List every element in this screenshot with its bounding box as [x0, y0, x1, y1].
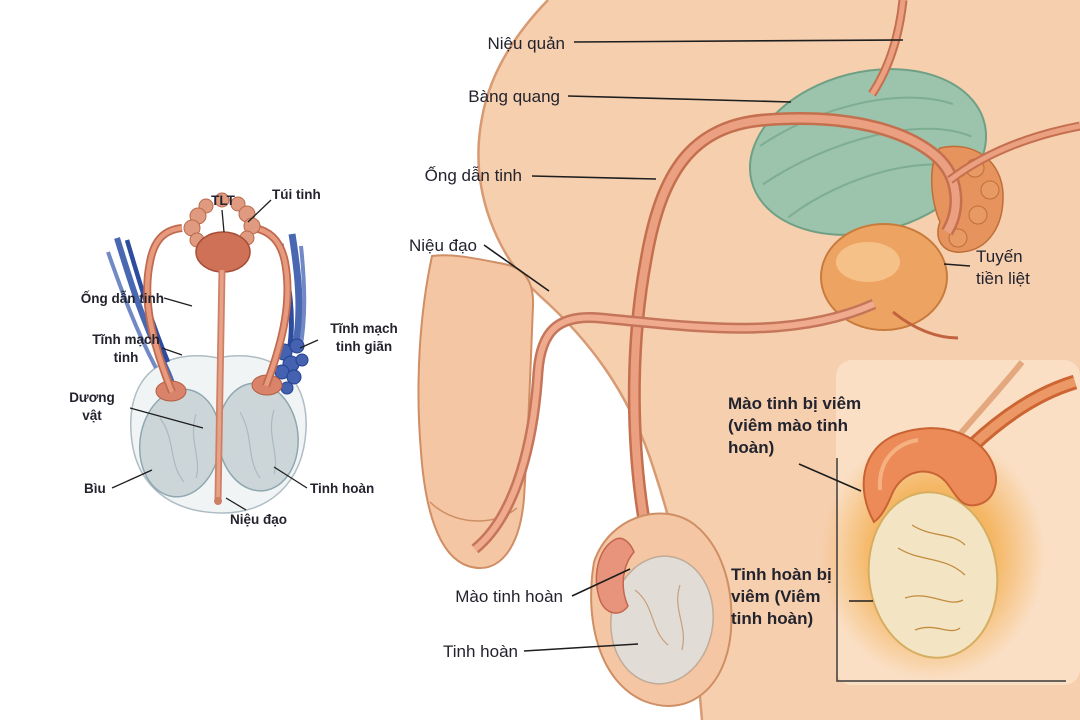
penis-shape [417, 254, 535, 569]
label-tinh-hoan-left: Tinh hoàn [310, 481, 375, 496]
label-mao-tinh-hoan: Mào tinh hoàn [455, 587, 563, 606]
label-tuyen-tien-liet: Tuyến tiền liệt [976, 247, 1030, 289]
label-nieu-dao-right: Niệu đạo [408, 236, 477, 255]
vas-deferens-tube [627, 112, 963, 554]
urethra-tube [471, 298, 877, 554]
label-tui-tinh: Túi tinh [272, 187, 321, 202]
label-mao-tinh-bi-viem: Mào tinh bị viêm (viêm mào tinh hoàn) [728, 394, 862, 458]
label-nieu-quan: Niệu quản [487, 34, 565, 53]
label-tinh-mach-tinh: Tĩnh mạch tinh [92, 332, 160, 365]
label-tinh-hoan-right: Tinh hoàn [443, 642, 518, 661]
left-figure-ducts [143, 192, 292, 505]
label-tinh-mach-tinh-gian: Tĩnh mạch tinh giãn [330, 321, 398, 354]
prostate-shape [820, 223, 959, 340]
label-ong-dan-tinh-left: Ống dẫn tinh [80, 291, 164, 306]
label-biu: Bìu [84, 481, 106, 496]
scrotum-testis-shape [590, 512, 733, 707]
label-tlt: TLT [211, 193, 235, 208]
ureter-tube [868, 0, 1080, 184]
label-bang-quang: Bàng quang [468, 87, 560, 106]
leader-lines-left [111, 199, 319, 511]
label-ong-dan-tinh-right: Ống dẫn tinh [424, 166, 522, 185]
inflammation-inset-panel [821, 360, 1080, 685]
label-duong-vat: Dương vật [69, 390, 115, 423]
leader-lines-right [483, 39, 971, 652]
label-tinh-hoan-bi-viem: Tinh hoàn bị viêm (Viêm tinh hoàn) [731, 565, 832, 629]
label-nieu-dao-left: Niệu đạo [230, 512, 288, 527]
